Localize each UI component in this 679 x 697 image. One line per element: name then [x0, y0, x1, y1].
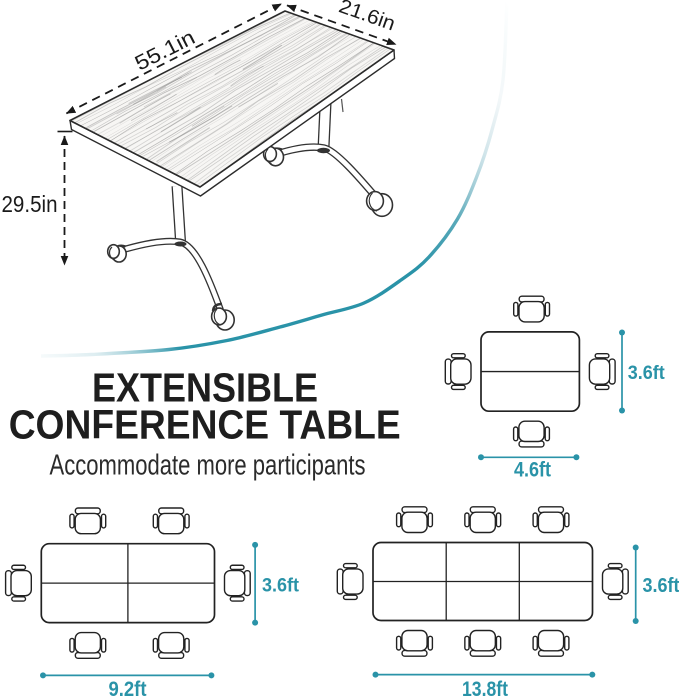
svg-text:3.6ft: 3.6ft — [262, 576, 300, 597]
svg-text:9.2ft: 9.2ft — [109, 678, 147, 697]
svg-text:4.6ft: 4.6ft — [514, 459, 551, 482]
svg-text:13.8ft: 13.8ft — [462, 678, 508, 697]
svg-text:3.6ft: 3.6ft — [628, 363, 666, 384]
svg-text:21.6in: 21.6in — [336, 0, 398, 35]
svg-text:CONFERENCE TABLE: CONFERENCE TABLE — [9, 402, 401, 448]
svg-text:3.6ft: 3.6ft — [643, 575, 679, 597]
svg-text:Accommodate more participants: Accommodate more participants — [50, 450, 366, 482]
svg-text:EXTENSIBLE: EXTENSIBLE — [92, 365, 318, 411]
svg-text:29.5in: 29.5in — [2, 191, 58, 217]
